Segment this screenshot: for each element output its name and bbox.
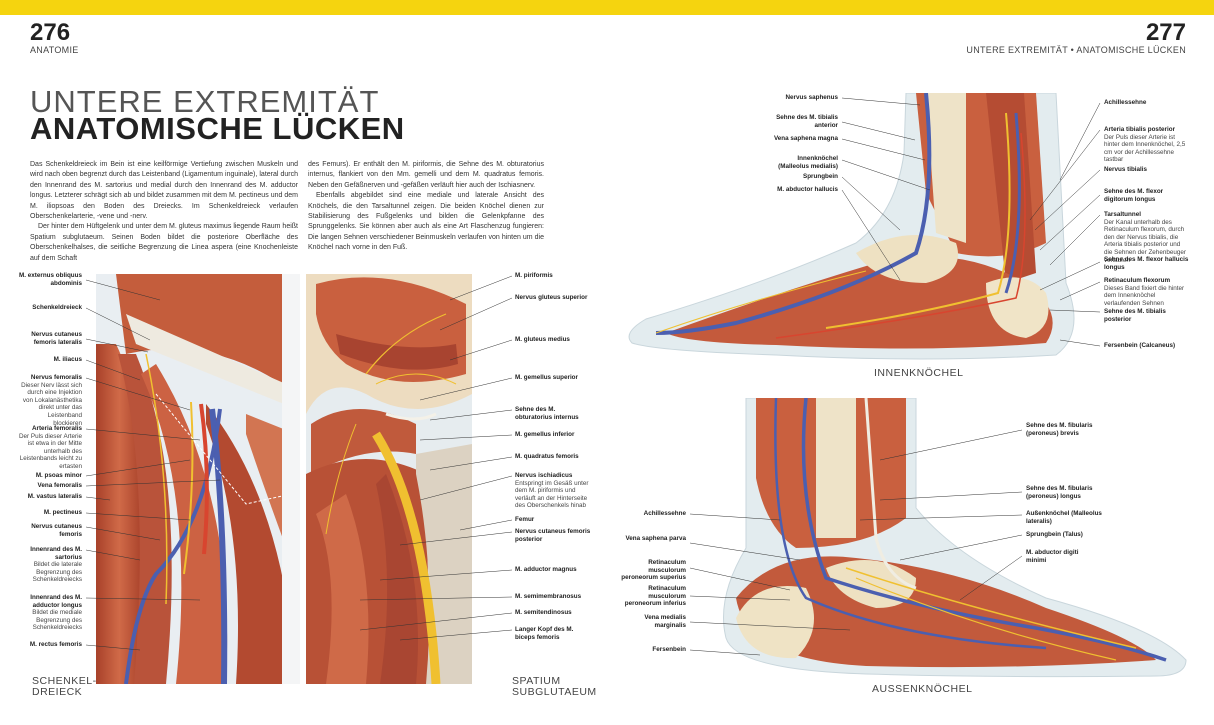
title-line-2: ANATOMISCHE LÜCKEN [30, 111, 405, 146]
label-sehne-obturatorius: Sehne des M. obturatorius internus [515, 406, 579, 421]
label-m-gemellus-superior: M. gemellus superior [515, 374, 578, 381]
label-m-pectineus: M. pectineus [43, 509, 82, 516]
label-m-externus: M. externus obliquus abdominis [19, 272, 82, 287]
label-fersenbein: Fersenbein [652, 646, 686, 653]
label-innenknoechel: Innenknöchel (Malleolus medialis) [778, 155, 838, 170]
label-sehne-tibialis-anterior: Sehne des M. tibialis anterior [776, 114, 838, 129]
label-n-cutaneus-femoris: Nervus cutaneus femoris [31, 523, 82, 538]
label-m-quadratus-femoris: M. quadratus femoris [515, 453, 579, 460]
label-m-gluteus-medius: M. gluteus medius [515, 336, 570, 343]
label-flexor-hallucis: Sehne des M. flexor hallucis longus [1104, 256, 1189, 271]
body-column-2: des Femurs). Er enthält den M. piriformi… [308, 160, 544, 254]
label-fersenbein-calcaneus: Fersenbein (Calcaneus) [1104, 342, 1176, 349]
left-section-label: ANATOMIE [30, 45, 79, 55]
body-paragraph: Das Schenkeldreieck im Bein ist eine kei… [30, 161, 298, 221]
label-achillessehne-lateral: Achillessehne [643, 510, 686, 517]
title-line-1: UNTERE EXTREMITÄT [30, 84, 380, 119]
label-fibularis-brevis: Sehne des M. fibularis (peroneus) brevis [1026, 422, 1093, 437]
label-n-gluteus-superior: Nervus gluteus superior [515, 294, 588, 301]
label-v-femoralis: Vena femoralis [37, 482, 82, 489]
label-m-gemellus-inferior: M. gemellus inferior [515, 431, 575, 438]
right-section-label: UNTERE EXTREMITÄT • ANATOMISCHE LÜCKEN [966, 45, 1186, 55]
label-retinaculum-inferius: Retinaculum musculorum peroneorum inferi… [624, 585, 686, 608]
label-n-saphenus: Nervus saphenus [785, 94, 839, 101]
right-page-number: 277 [1145, 19, 1186, 46]
label-achillessehne-medial: Achillessehne [1104, 99, 1147, 106]
left-page-number: 276 [30, 19, 71, 46]
label-biceps-femoris: Langer Kopf des M. biceps femoris [515, 626, 574, 641]
label-m-piriformis: M. piriformis [515, 272, 553, 279]
caption-innenknoechel: INNENKNÖCHEL [874, 367, 964, 379]
label-v-medialis-marginalis: Vena medialis marginalis [644, 614, 686, 629]
label-femur: Femur [515, 516, 535, 523]
caption-spatium: SPATIUM SUBGLUTAEUM [512, 675, 597, 698]
label-m-psoas-minor: M. psoas minor [35, 472, 82, 479]
label-sprungbein-talus: Sprungbein (Talus) [1026, 531, 1083, 538]
femoral-triangle-illustration [96, 274, 300, 684]
subgluteal-space-illustration [306, 274, 472, 684]
label-m-abductor-hallucis: M. abductor hallucis [777, 186, 838, 193]
body-paragraph: Der hinter dem Hüftgelenk und unter dem … [30, 223, 298, 262]
label-retinaculum-superius: Retinaculum musculorum peroneorum superi… [621, 559, 686, 582]
caption-aussenknoechel: AUSSENKNÖCHEL [872, 683, 973, 695]
header-accent-bar [0, 0, 1214, 15]
label-fibularis-longus: Sehne des M. fibularis (peroneus) longus [1026, 485, 1093, 500]
caption-schenkeldreieck: SCHENKEL-DREIECK [32, 675, 97, 698]
label-n-tibialis: Nervus tibialis [1104, 166, 1148, 173]
label-n-cutaneus-lateralis: Nervus cutaneus femoris lateralis [31, 331, 82, 346]
label-sehne-tibialis-posterior: Sehne des M. tibialis posterior [1104, 308, 1166, 323]
label-sprungbein: Sprungbein [803, 173, 838, 180]
medial-ankle-illustration [628, 93, 1075, 360]
label-v-saphena-magna: Vena saphena magna [773, 135, 838, 142]
label-flexor-digitorum: Sehne des M. flexor digitorum longus [1104, 188, 1164, 203]
label-aussenknoechel: Außenknöchel (Malleolus lateralis) [1026, 510, 1102, 525]
lateral-ankle-illustration [723, 398, 1187, 678]
label-m-semimembranosus: M. semimembranosus [515, 593, 582, 600]
label-m-semitendinosus: M. semitendinosus [515, 609, 572, 616]
body-paragraph: des Femurs). Er enthält den M. piriformi… [308, 161, 544, 189]
label-m-rectus-femoris: M. rectus femoris [29, 641, 82, 648]
label-n-cutaneus-posterior: Nervus cutaneus femoris posterior [515, 528, 591, 543]
label-abductor-digiti-minimi: M. abductor digiti minimi [1026, 549, 1079, 564]
label-v-saphena-parva: Vena saphena parva [625, 535, 686, 542]
label-m-vastus-lateralis: M. vastus lateralis [27, 493, 82, 500]
body-column-1: Das Schenkeldreieck im Bein ist eine kei… [30, 160, 298, 264]
label-m-adductor-magnus: M. adductor magnus [515, 566, 577, 573]
label-schenkeldreieck: Schenkeldreieck [32, 304, 82, 311]
label-m-iliacus: M. iliacus [53, 356, 82, 363]
body-paragraph: Ebenfalls abgebildet sind eine mediale u… [308, 192, 544, 252]
